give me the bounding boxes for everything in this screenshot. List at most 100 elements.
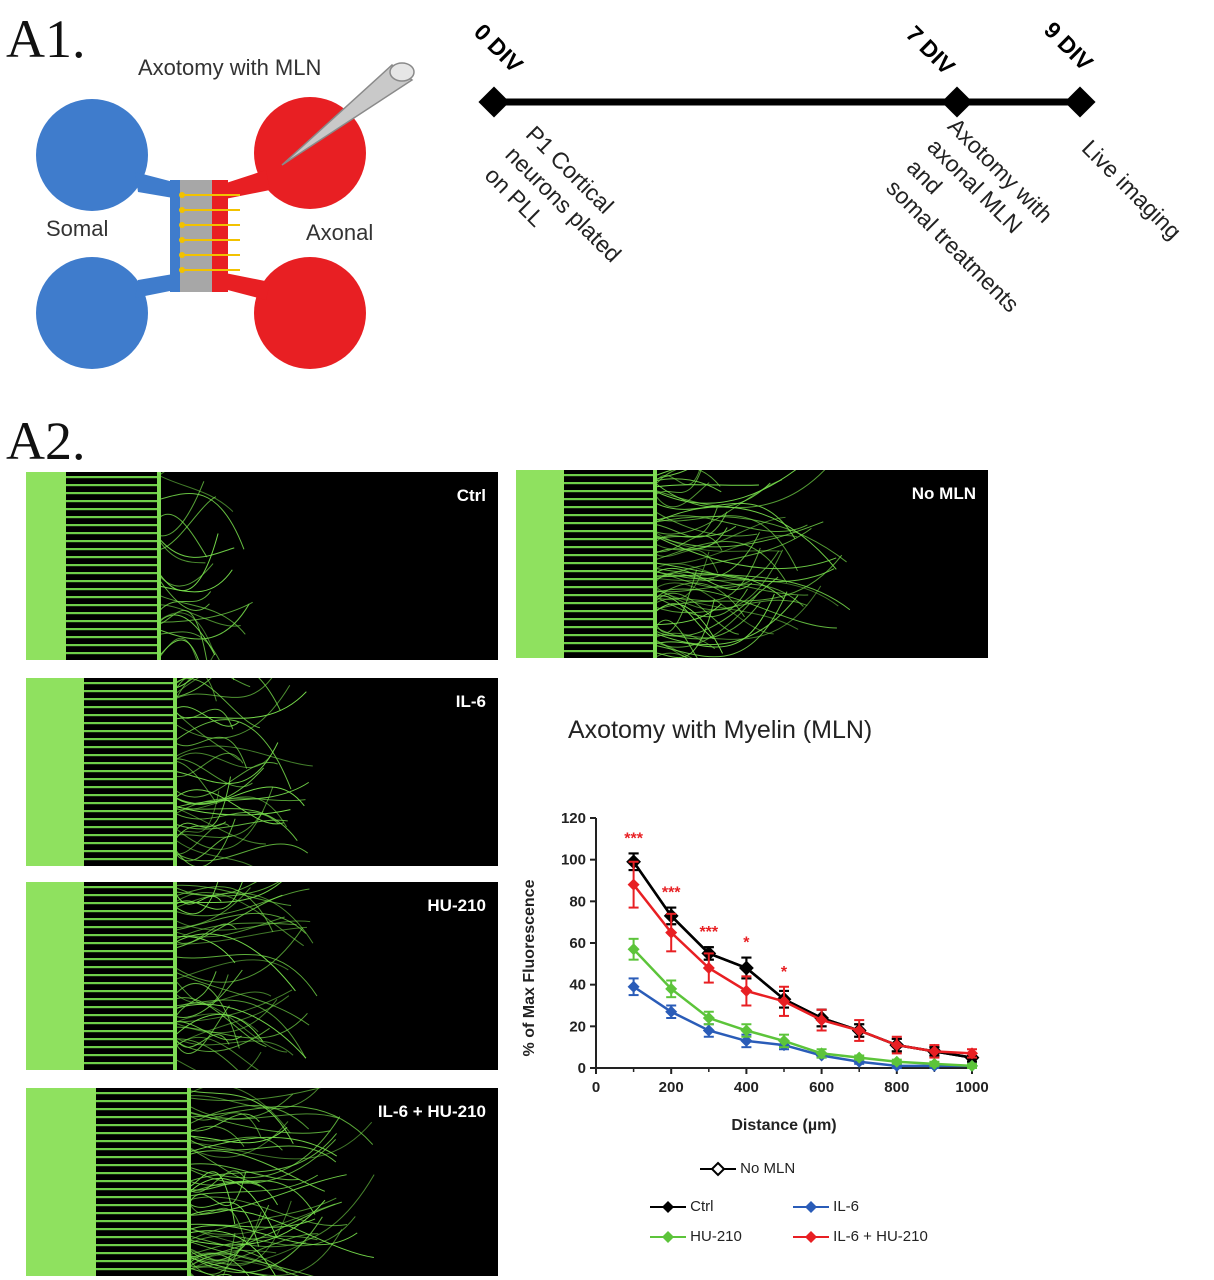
micrograph-il6: IL-6 — [26, 678, 498, 866]
axon-fibers — [159, 472, 253, 660]
axonal-chamber — [210, 97, 366, 369]
pipette-icon — [281, 62, 415, 166]
data-point — [665, 982, 678, 995]
x-tick-label: 0 — [592, 1079, 600, 1096]
microgroove-comb — [66, 472, 161, 660]
data-point — [665, 926, 678, 939]
legend-item-ctrl: Ctrl — [650, 1198, 714, 1215]
microgroove-comb — [84, 882, 177, 1070]
data-point — [627, 980, 640, 993]
chart-legend: No MLN Ctrl IL-6 HU-210 IL-6 + HU-210 — [650, 1155, 1010, 1255]
timeline-marker-2 — [1064, 86, 1096, 118]
data-point — [702, 1024, 715, 1037]
micrograph-hu210: HU-210 — [26, 882, 498, 1070]
significance-marker: *** — [662, 885, 681, 902]
tool-label: Axotomy with MLN — [138, 55, 322, 80]
legend-label: Ctrl — [690, 1198, 714, 1215]
timeline-event-2: Live imaging — [1076, 134, 1187, 245]
somal-slab — [26, 882, 84, 1070]
microgroove-channels — [179, 180, 240, 292]
x-tick-label: 600 — [809, 1079, 834, 1096]
data-point — [740, 962, 753, 974]
microgroove-comb — [96, 1088, 191, 1276]
timeline-label-2: 9 DIV — [1039, 16, 1099, 76]
x-axis-label: Distance (µm) — [731, 1117, 836, 1134]
timeline-marker-1 — [941, 86, 973, 118]
microgroove-comb — [84, 678, 177, 866]
legend-marker-no-mln — [700, 1161, 736, 1177]
y-tick-label: 20 — [569, 1018, 586, 1035]
y-tick-label: 80 — [569, 893, 586, 910]
series-line — [632, 861, 973, 1059]
series-il-6-hu-210 — [627, 860, 978, 1060]
data-point — [966, 1047, 978, 1060]
data-point — [890, 1055, 903, 1068]
legend-label: IL-6 — [833, 1198, 860, 1215]
timeline-marker-0 — [478, 86, 510, 118]
somal-slab — [26, 678, 84, 866]
timeline-label-0: 0 DIV — [469, 18, 529, 78]
y-axis-label: % of Max Fluorescence — [521, 879, 538, 1056]
somal-label: Somal — [46, 216, 109, 241]
y-tick-label: 40 — [569, 977, 586, 994]
x-tick-label: 1000 — [955, 1079, 988, 1096]
legend-marker-il6 — [793, 1201, 829, 1214]
micrograph-label: Ctrl — [456, 486, 486, 505]
significance-marker: * — [743, 935, 750, 952]
legend-label: No MLN — [740, 1160, 796, 1177]
data-point — [928, 1045, 941, 1058]
data-point — [853, 1024, 866, 1037]
legend-marker-il6-hu210 — [793, 1231, 829, 1244]
timeline-label-1: 7 DIV — [901, 20, 961, 80]
x-tick-label: 800 — [884, 1079, 909, 1096]
timeline — [470, 80, 1110, 130]
significance-marker: *** — [624, 830, 643, 847]
data-point — [702, 1012, 715, 1024]
micrograph-il6-hu210: IL-6 + HU-210 — [26, 1088, 498, 1276]
data-point — [778, 1034, 790, 1047]
somal-slab — [26, 1088, 96, 1276]
legend-item-il6-hu210: IL-6 + HU-210 — [793, 1228, 928, 1245]
data-point — [665, 1005, 678, 1018]
axon-fibers — [655, 470, 851, 658]
device-diagram-svg — [36, 62, 415, 369]
timeline-event-1: Axotomy with axonal MLN and somal treatm… — [881, 112, 1059, 318]
data-point — [890, 1039, 903, 1052]
x-tick-label: 200 — [659, 1079, 684, 1096]
data-point — [740, 1024, 753, 1037]
y-tick-label: 100 — [561, 852, 586, 869]
legend-item-il6: IL-6 — [793, 1198, 859, 1215]
somal-chamber — [36, 99, 190, 369]
axonal-label: Axonal — [306, 220, 374, 245]
data-point — [740, 984, 753, 997]
legend-marker-ctrl — [650, 1201, 686, 1214]
panel-label-a1: A1. — [6, 9, 86, 69]
micrograph-label: No MLN — [911, 484, 976, 503]
legend-label: IL-6 + HU-210 — [833, 1228, 928, 1245]
axon-fibers — [175, 678, 313, 866]
data-point — [627, 943, 640, 956]
data-point — [778, 995, 790, 1008]
timeline-svg — [478, 86, 1096, 118]
series-line — [632, 883, 973, 1055]
data-point — [627, 878, 640, 891]
series-line — [632, 985, 972, 1068]
legend-label: HU-210 — [690, 1228, 742, 1245]
data-point — [966, 1059, 978, 1072]
significance-marker: *** — [699, 924, 718, 941]
micrograph-label: HU-210 — [427, 896, 486, 915]
x-tick-label: 400 — [734, 1079, 759, 1096]
data-point — [740, 1034, 753, 1047]
y-tick-label: 60 — [569, 935, 586, 952]
micrograph-label: IL-6 — [455, 692, 486, 711]
timeline-event-0: P1 Cortical neurons plated on PLL — [479, 120, 627, 268]
device-diagram — [30, 50, 430, 370]
series-line — [632, 861, 973, 1059]
y-tick-label: 0 — [578, 1060, 586, 1077]
micrograph-label: IL-6 + HU-210 — [377, 1102, 486, 1121]
microgroove-comb — [564, 470, 657, 658]
data-point — [853, 1051, 866, 1064]
data-point — [702, 962, 715, 974]
